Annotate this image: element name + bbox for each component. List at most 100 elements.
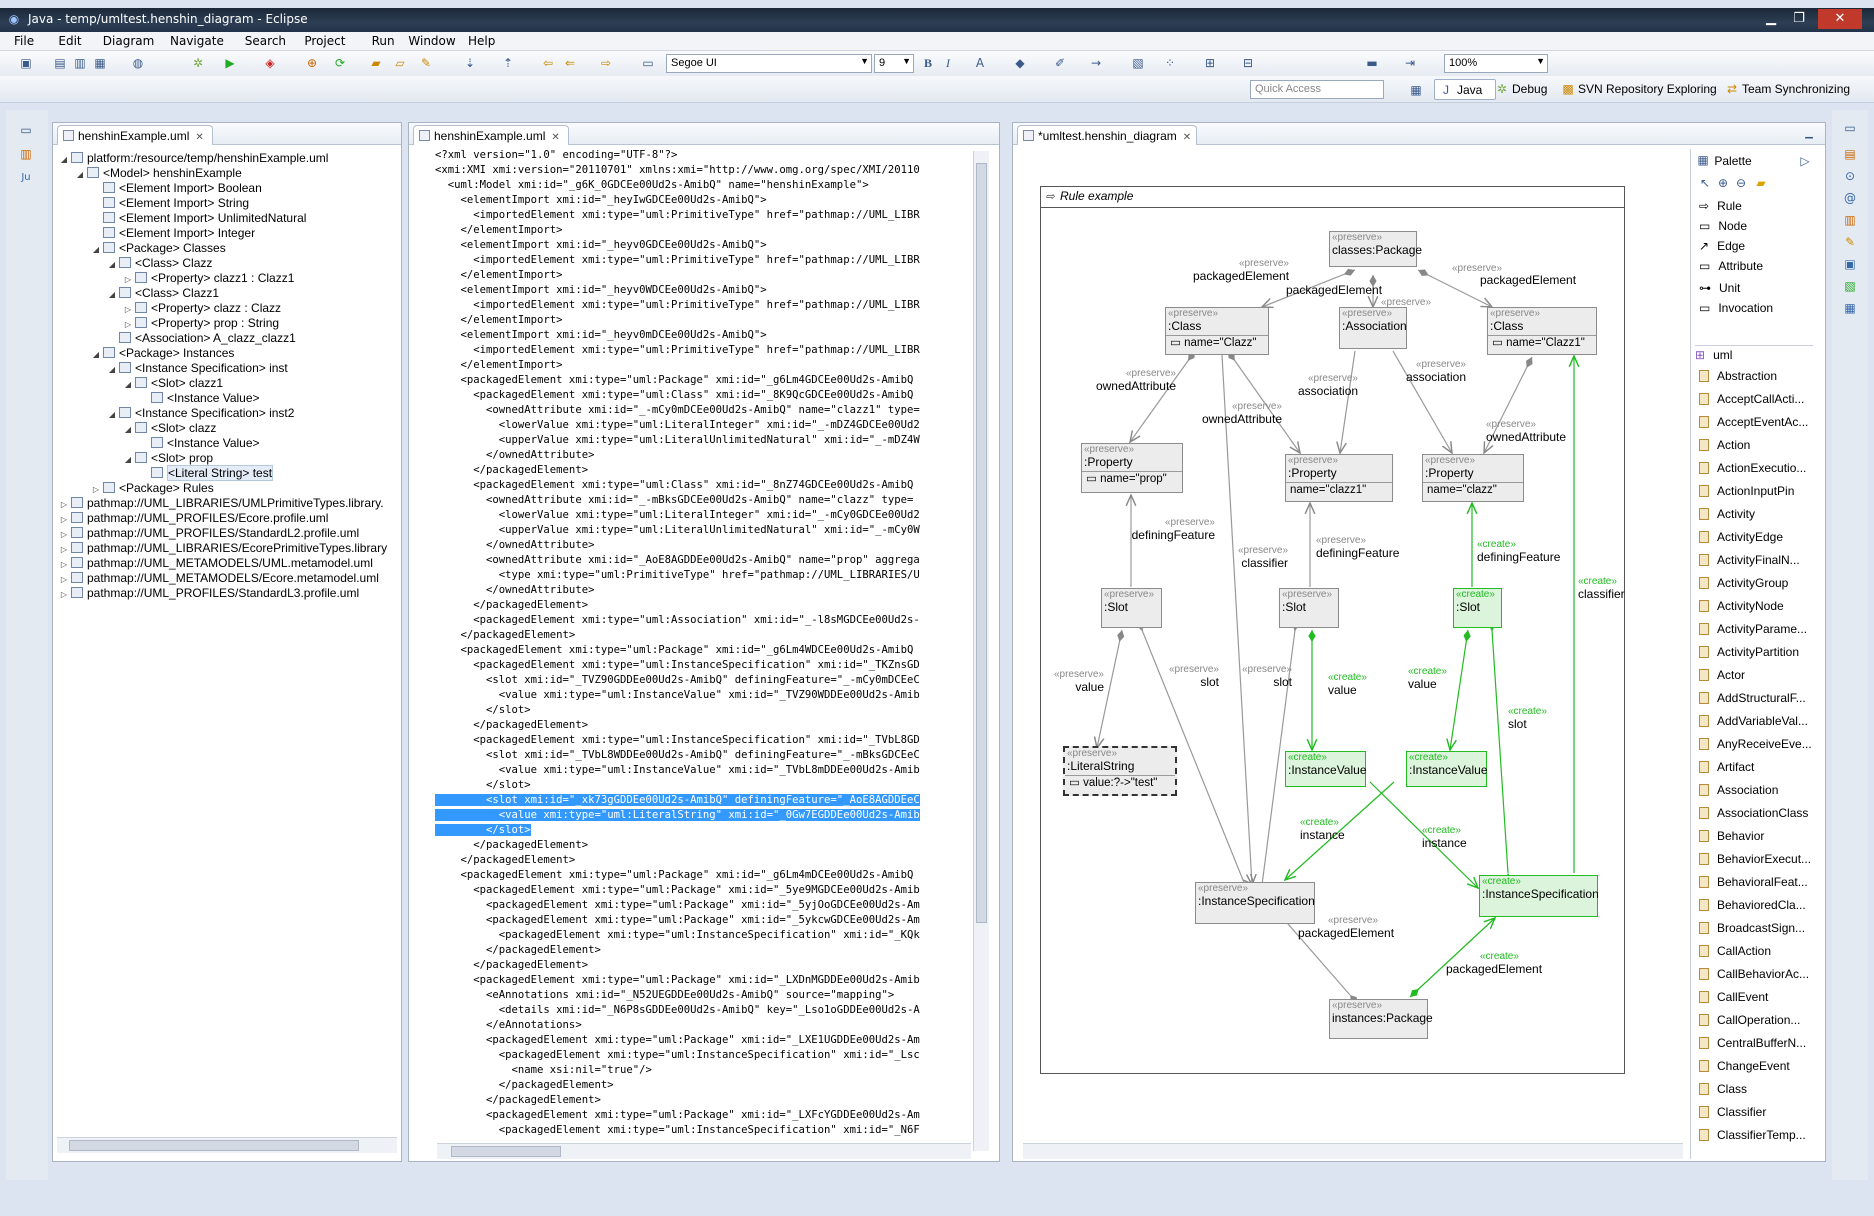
progress-icon[interactable]: ▦ (1844, 301, 1856, 315)
xml-source[interactable]: <?xml version="1.0" encoding="UTF-8"?><x… (435, 148, 920, 1138)
xml-vscroll-thumb[interactable] (976, 163, 987, 923)
new-java-icon[interactable]: ⊕ (306, 56, 318, 70)
tree-twisty-icon[interactable]: ◢ (124, 380, 132, 389)
tree-node[interactable]: ▷pathmap://UML_LIBRARIES/UMLPrimitiveTyp… (59, 495, 384, 511)
tree-twisty-icon[interactable]: ▷ (60, 575, 68, 584)
outline-icon[interactable]: ▤ (1844, 147, 1856, 161)
tree-node[interactable]: ◢<Slot> clazz1 (123, 375, 223, 391)
perspective-svn[interactable]: ▩SVN Repository Exploring (1560, 82, 1716, 96)
arrange-icon[interactable]: ▧ (1132, 56, 1144, 70)
tree-node[interactable]: ◢<Model> henshinExample (75, 165, 242, 181)
node-instance-value-2[interactable]: «create» :InstanceValue (1406, 751, 1488, 787)
node-class-clazz[interactable]: «preserve» :Class ▭ name="Clazz" (1165, 307, 1269, 355)
palette-item[interactable]: BehavioralFeat... (1699, 873, 1808, 891)
tree-twisty-icon[interactable]: ▷ (60, 560, 68, 569)
palette-item[interactable]: CallBehaviorAc... (1699, 965, 1809, 983)
menu-file[interactable]: File (14, 34, 35, 48)
menu-run[interactable]: Run (371, 34, 395, 48)
palette-item[interactable]: Artifact (1699, 758, 1754, 776)
palette-item[interactable]: ActionInputPin (1699, 482, 1794, 500)
search-icon[interactable]: ✎ (420, 56, 432, 70)
properties-icon[interactable]: ▧ (1844, 279, 1856, 293)
palette-item[interactable]: Association (1699, 781, 1778, 799)
new-icon[interactable]: ▣ (20, 56, 32, 70)
palette-item[interactable]: BehaviorExecut... (1699, 850, 1811, 868)
route-icon[interactable]: ⇥ (1404, 56, 1416, 70)
menu-navigate[interactable]: Navigate (170, 34, 224, 48)
palette-tool-invocation[interactable]: ▭Invocation (1699, 299, 1773, 317)
fill-color-icon[interactable]: ◆ (1015, 56, 1025, 70)
palette-item[interactable]: Classifier (1699, 1103, 1766, 1121)
junit-icon[interactable]: Ju (21, 172, 31, 183)
tree-twisty-icon[interactable]: ◢ (124, 425, 132, 434)
quick-access-input[interactable]: Quick Access (1250, 80, 1384, 99)
tree-twisty-icon[interactable]: ◢ (60, 155, 68, 164)
menu-project[interactable]: Project (304, 34, 346, 48)
debug-icon[interactable]: ✲ (192, 56, 204, 70)
palette-item[interactable]: CentralBufferN... (1699, 1034, 1806, 1052)
tree-twisty-icon[interactable]: ▷ (60, 545, 68, 554)
tree-twisty-icon[interactable]: ▷ (124, 275, 132, 284)
prev-annotation-icon[interactable]: ⇡ (502, 56, 514, 70)
palette-item[interactable]: AssociationClass (1699, 804, 1808, 822)
align-icon[interactable]: ⊞ (1204, 56, 1216, 70)
line-color-icon[interactable]: ✐ (1054, 56, 1066, 70)
tree-node[interactable]: <Element Import> Integer (91, 225, 255, 241)
next-annotation-icon[interactable]: ⇣ (464, 56, 476, 70)
menu-edit[interactable]: Edit (58, 34, 82, 48)
tree-twisty-icon[interactable]: ▷ (60, 530, 68, 539)
tree-node[interactable]: ◢<Instance Specification> inst (107, 360, 288, 376)
font-size-select[interactable]: 9▼ (874, 54, 914, 73)
palette-tool-attribute[interactable]: ▭Attribute (1699, 257, 1763, 275)
restore-icon[interactable]: ▭ (20, 123, 32, 137)
minimize-button[interactable]: ▁ (1766, 11, 1776, 26)
palette-item[interactable]: ActionExecutio... (1699, 459, 1806, 477)
note-icon[interactable]: ▰ (1756, 176, 1766, 190)
palette-item[interactable]: CallOperation... (1699, 1011, 1800, 1029)
font-color-icon[interactable]: A (975, 56, 985, 70)
globe-icon[interactable]: ◍ (132, 56, 144, 70)
tree-hscroll-thumb[interactable] (69, 1140, 359, 1151)
palette-item[interactable]: ChangeEvent (1699, 1057, 1790, 1075)
forward-icon[interactable]: ⇨ (600, 56, 612, 70)
restore-right-icon[interactable]: ▭ (1844, 121, 1856, 135)
console-icon[interactable]: ▣ (1844, 257, 1856, 271)
tree-node[interactable]: ▷pathmap://UML_METAMODELS/UML.metamodel.… (59, 555, 373, 571)
tree-node[interactable]: ◢platform:/resource/temp/henshinExample.… (59, 150, 329, 166)
tree-node[interactable]: <Element Import> String (91, 195, 249, 211)
open-file-icon[interactable]: ▱ (395, 56, 405, 70)
tree-node[interactable]: ◢<Slot> prop (123, 450, 213, 466)
tree-twisty-icon[interactable]: ◢ (108, 410, 116, 419)
tree-twisty-icon[interactable]: ◢ (76, 170, 84, 179)
tree-node[interactable]: ▷pathmap://UML_PROFILES/StandardL2.profi… (59, 525, 359, 541)
palette-item[interactable]: CallAction (1699, 942, 1771, 960)
back-icon[interactable]: ⇦ (542, 56, 554, 70)
pin-icon[interactable]: ▭ (642, 56, 654, 70)
palette-item[interactable]: AcceptEventAc... (1699, 413, 1808, 431)
zoom-select[interactable]: 100%▼ (1444, 54, 1548, 73)
palette-item[interactable]: Activity (1699, 505, 1755, 523)
maximize-button[interactable]: ❐ (1793, 11, 1805, 26)
tree-node[interactable]: <Instance Value> (139, 435, 260, 451)
tree-twisty-icon[interactable]: ◢ (108, 365, 116, 374)
tree-node[interactable]: ▷pathmap://UML_PROFILES/StandardL3.profi… (59, 585, 359, 601)
tree-node[interactable]: ▷pathmap://UML_PROFILES/Ecore.profile.um… (59, 510, 329, 526)
tree-node[interactable]: <Association> A_clazz_clazz1 (107, 330, 296, 346)
tree-twisty-icon[interactable]: ◢ (124, 455, 132, 464)
palette-tool-unit[interactable]: ⊶Unit (1699, 279, 1740, 297)
node-slot-1[interactable]: «preserve» :Slot (1101, 588, 1162, 628)
save-icon[interactable]: ▤ (54, 56, 66, 70)
perspective-team[interactable]: ⇄Team Synchronizing (1724, 82, 1850, 96)
task-icon[interactable]: ⊙ (1844, 169, 1856, 183)
tree-twisty-icon[interactable]: ▷ (60, 515, 68, 524)
close-tab-icon[interactable]: ✕ (551, 132, 560, 143)
node-instance-spec-2[interactable]: «create» :InstanceSpecification (1479, 875, 1599, 917)
close-tab-icon[interactable]: ✕ (1182, 132, 1192, 143)
javadoc-icon[interactable]: ▥ (1844, 213, 1856, 227)
close-button[interactable]: ✕ (1818, 9, 1862, 29)
palette-item[interactable]: ActivityNode (1699, 597, 1784, 615)
diagram-hscroll[interactable] (1023, 1143, 1683, 1159)
palette-item[interactable]: Abstraction (1699, 367, 1777, 385)
menu-diagram[interactable]: Diagram (102, 34, 155, 48)
open-folder-icon[interactable]: ▰ (371, 56, 381, 70)
